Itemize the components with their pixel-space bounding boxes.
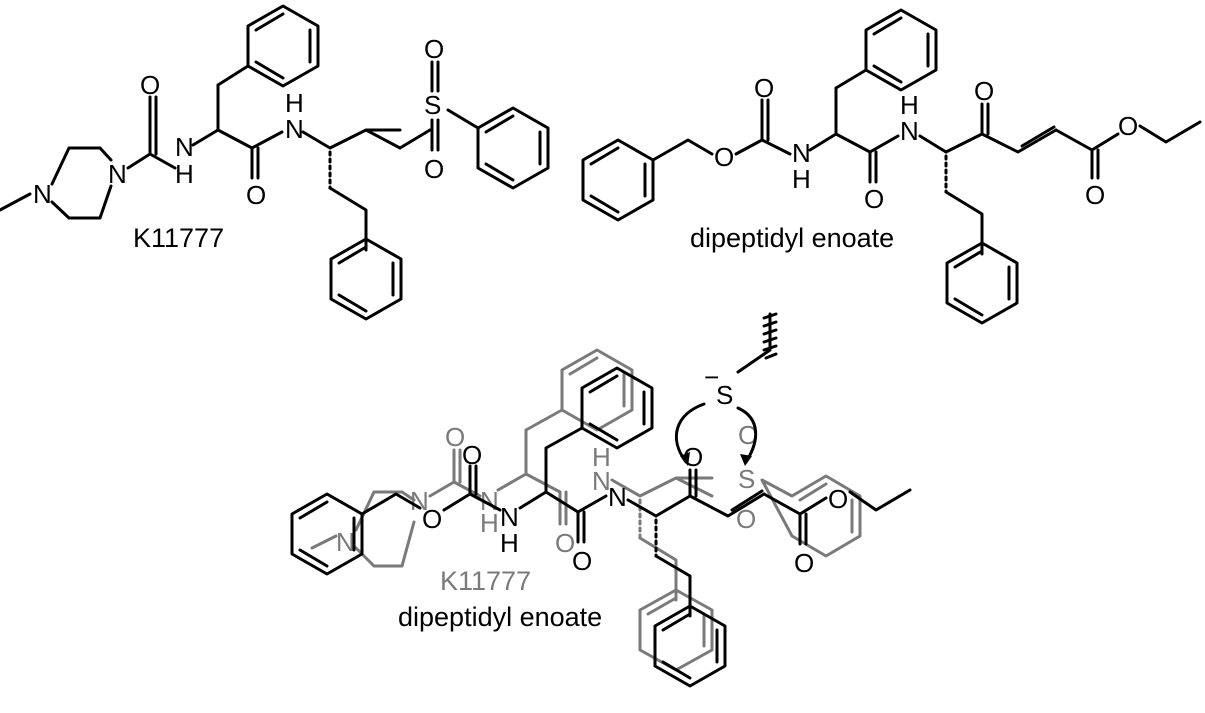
overlay-atom-o-ester-ring: O (828, 484, 848, 514)
thiolate-charge: − (704, 362, 719, 392)
dipeptidyl-enoate-structure: O O N H O N H O O O dipeptidyl enoate (581, 8, 1202, 325)
atom-sulfur: S (424, 90, 441, 120)
overlay-atom-o-amide: O (555, 528, 575, 558)
overlay-atom-o-sulfone-bottom: O (736, 504, 756, 534)
atom-n-piperazine: N (108, 159, 127, 189)
overlay-atom-sulfur: S (738, 464, 755, 494)
atom-o-urea: O (140, 70, 160, 100)
overlay-enoate-black: O O N H O N O O O dipeptidyl enoate (290, 366, 912, 688)
overlay-atom-nh-h: H (480, 508, 499, 538)
arrow-head-left (680, 452, 690, 466)
atom-nh-h: H (175, 159, 194, 189)
atom-n-methyl: N (33, 179, 52, 209)
overlay-atom-nh-n: N (500, 502, 519, 532)
atom-o-amide: O (246, 180, 266, 210)
overlay-atom-n-piperazine: N (410, 486, 429, 516)
overlay-atom-o-carbamate-ring: O (422, 504, 442, 534)
overlay-atom-o-amide: O (572, 546, 592, 576)
atom-o-ketone: O (974, 76, 994, 106)
atom-nh2-n: N (285, 114, 304, 144)
overlay-atom-nh-h: H (500, 528, 519, 558)
atom-o-carbamate-ring: O (714, 142, 734, 172)
overlay-caption-dipeptidyl-enoate: dipeptidyl enoate (398, 602, 602, 632)
atom-nh2-h: H (900, 90, 919, 120)
overlay-atom-o-carbamate-top: O (462, 440, 482, 470)
thiolate-sulfur: S (716, 380, 733, 410)
overlay-caption-k11777: K11777 (440, 566, 531, 596)
atom-o-ester-carbonyl: O (1085, 180, 1105, 210)
overlay-atom-o-urea: O (445, 422, 465, 452)
atom-o-sulfone-bottom: O (424, 154, 444, 184)
arrow-head-right (740, 454, 752, 466)
k11777-structure: N N O N H O N H S O O K11777 (0, 4, 550, 321)
atom-nh2-h: H (285, 88, 304, 118)
caption-dipeptidyl-enoate: dipeptidyl enoate (690, 223, 894, 253)
overlay-atom-n-methyl: N (336, 527, 355, 557)
atom-o-amide: O (864, 184, 884, 214)
overlay-atom-nh2-n: N (592, 466, 611, 496)
atom-o-ester-ring: O (1118, 111, 1138, 141)
atom-nh-h: H (792, 164, 811, 194)
atom-o-sulfone-top: O (424, 34, 444, 64)
caption-k11777: K11777 (133, 223, 224, 253)
overlay-atom-o-ester-carbonyl: O (794, 548, 814, 578)
atom-nh2-n: N (900, 116, 919, 146)
overlay-atom-nh2-h: H (592, 442, 611, 472)
thiolate-group: − S (674, 312, 778, 466)
overlay-structures: N N O N H O N H S O O K11777 (290, 312, 912, 688)
atom-nh-n: N (175, 132, 194, 162)
atom-nh-n: N (792, 138, 811, 168)
atom-o-carbamate-top: O (754, 73, 774, 103)
overlay-atom-nh2-n: N (608, 482, 627, 512)
